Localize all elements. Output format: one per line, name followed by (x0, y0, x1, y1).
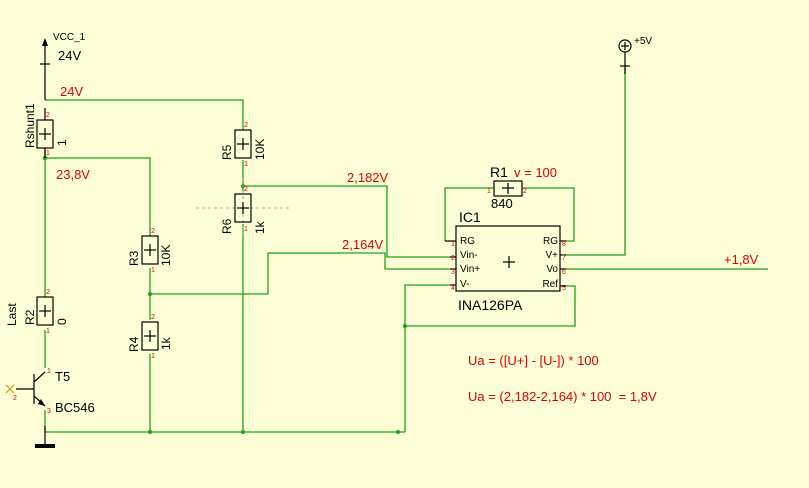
r2-pin2: 2 (46, 289, 50, 296)
ic1-pin-label-vo: Vo (546, 264, 558, 275)
t5-pin1: 1 (47, 368, 51, 375)
label-2v164: 2,164V (342, 237, 384, 252)
ic1-name: IC1 (459, 209, 481, 225)
wire-24v-top (45, 99, 244, 130)
ic1-pin-num-5: 5 (562, 285, 566, 292)
wire-23v8-to-r3 (45, 157, 151, 236)
r4-value: 1k (159, 336, 173, 350)
r3-value: 10K (159, 245, 173, 266)
vcc-supply: VCC_1 24V (40, 32, 86, 100)
r4-name: R4 (127, 336, 141, 352)
r4-resistor: R4 1k 2 1 (127, 314, 173, 360)
t5-value: BC546 (55, 400, 95, 415)
r6-resistor: R6 1k 2 1 (196, 178, 292, 238)
r2-pin1: 1 (46, 328, 50, 335)
label-24v: 24V (60, 84, 83, 99)
vcc-value: 24V (58, 48, 81, 63)
label-23v8: 23,8V (56, 167, 90, 182)
r1-pin1: 1 (487, 188, 491, 195)
voltage-labels: 24V 23,8V 2,182V 2,164V +1,8V (56, 84, 759, 267)
r6-name: R6 (220, 218, 234, 234)
ic1-pin-label-vminus: V- (460, 279, 469, 290)
wire-vminus-to-gnd (404, 284, 450, 432)
r5-value: 10K (253, 139, 267, 160)
ground-icon (35, 444, 55, 448)
r4-pin1: 1 (151, 353, 155, 360)
ic1-pin-label-rg-left: RG (460, 236, 475, 247)
r3-name: R3 (127, 250, 141, 266)
label-2v182: 2,182V (347, 170, 389, 185)
ic1-pin-label-rg-right: RG (543, 236, 558, 247)
ic1-pin-label-vin-plus: Vin+ (460, 264, 480, 275)
formula-1: Ua = ([U+] - [U-]) * 100 (468, 353, 599, 368)
ic1-part: INA126PA (458, 297, 523, 313)
wire-r1-right (522, 187, 575, 242)
ic1-pin-num-7: 7 (562, 255, 566, 262)
r1-name: R1 (490, 164, 508, 180)
rshunt1-resistor: Rshunt1 1 2 1 (23, 103, 69, 158)
r5-name: R5 (220, 144, 234, 160)
rshunt1-pin1: 1 (46, 150, 50, 157)
ic1-pin-num-2: 2 (451, 255, 455, 262)
wire-vplus-to-5v (566, 68, 626, 256)
wire-ref-to-gnd (405, 285, 576, 327)
ic1-pin-label-ref: Ref (542, 279, 558, 290)
r2-value: 0 (55, 318, 69, 325)
r4-pin2: 2 (151, 314, 155, 321)
junction-dot (148, 430, 152, 434)
t5-pin2: 2 (13, 395, 17, 402)
t5-pin3: 3 (47, 408, 51, 415)
junctions (43, 156, 407, 434)
formulas: Ua = ([U+] - [U-]) * 100 Ua = (2,182-2,1… (468, 353, 657, 404)
r1-note: v = 100 (514, 165, 557, 180)
r6-pin1: 1 (244, 226, 248, 233)
wire-r5r6-node-to-vinminus (243, 185, 450, 258)
ic1-pin-num-6: 6 (562, 269, 566, 276)
junction-dot (396, 430, 400, 434)
t5-name: T5 (55, 369, 70, 384)
plus5v-label: +5V (634, 36, 652, 47)
formula-2: Ua = (2,182-2,164) * 100 = 1,8V (468, 389, 657, 404)
r1-resistor: R1 v = 100 840 1 2 (487, 164, 557, 211)
r1-value: 840 (491, 196, 513, 211)
junction-dot (148, 292, 152, 296)
r6-value: 1k (253, 220, 267, 234)
ic1-pin-num-4: 4 (451, 285, 455, 292)
r3-resistor: R3 10K 2 1 (127, 228, 173, 274)
ic1-pin-label-vin-minus: Vin- (460, 250, 478, 261)
r3-pin2: 2 (151, 228, 155, 235)
rshunt1-name: Rshunt1 (23, 103, 37, 148)
ground-symbol (35, 426, 55, 448)
ic1-pin-num-8: 8 (562, 241, 566, 248)
r2-name: R2 (23, 309, 37, 325)
emitter-arrow-icon (38, 399, 45, 406)
rshunt1-pin2: 2 (46, 112, 50, 119)
junction-dot (241, 430, 245, 434)
r5-pin2: 2 (244, 122, 248, 129)
r6-pin2: 2 (244, 186, 248, 193)
plus5v-supply: +5V (618, 36, 652, 74)
r3-pin1: 1 (151, 267, 155, 274)
t5-transistor: T5 BC546 1 2 3 (5, 368, 95, 415)
label-vout: +1,8V (724, 252, 759, 267)
wire-r3r4-node-to-vinplus (150, 252, 450, 295)
r1-pin2: 2 (523, 188, 527, 195)
wire-r1-left (444, 187, 494, 241)
rshunt1-value: 1 (55, 139, 69, 146)
arrow-up-icon (42, 38, 48, 46)
r5-pin1: 1 (244, 161, 248, 168)
vcc-name: VCC_1 (53, 32, 86, 43)
r5-resistor: R5 10K 2 1 (220, 122, 267, 168)
ic1-pin-num-1: 1 (451, 241, 455, 248)
junction-dot (403, 324, 407, 328)
ic1-pin-label-vplus: V+ (545, 250, 558, 261)
r2-resistor: Last R2 0 2 1 (5, 289, 69, 335)
wires (44, 68, 768, 433)
ic1-pin-num-3: 3 (451, 269, 455, 276)
r2-label: Last (5, 303, 19, 326)
ic1-ina126pa: IC1 RG Vin- Vin+ V- RG V+ Vo Ref 1 2 3 4… (445, 209, 566, 313)
